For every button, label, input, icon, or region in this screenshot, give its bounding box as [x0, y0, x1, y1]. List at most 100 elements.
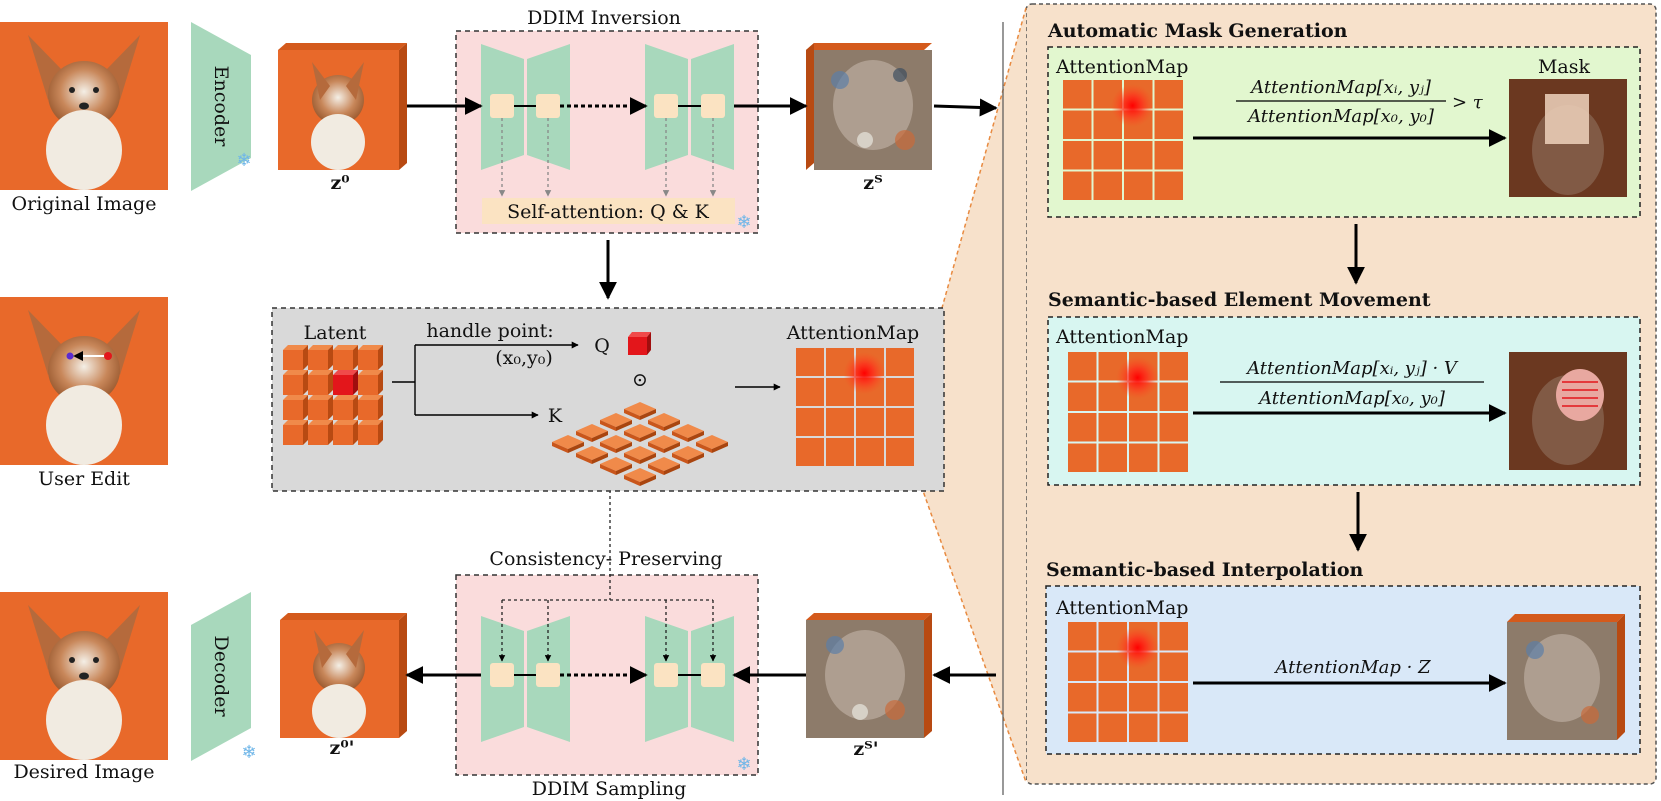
zoom-wedge-edge-bottom	[904, 439, 1027, 783]
attention-cell	[1129, 413, 1158, 442]
attention-cell	[796, 408, 824, 436]
z0-latent	[278, 43, 407, 170]
attention-cell	[1154, 110, 1183, 139]
key-tile	[648, 413, 680, 431]
k-label: K	[548, 405, 563, 427]
svg-text:Decoder: Decoder	[210, 635, 232, 717]
attention-cell	[1159, 443, 1188, 472]
self-attention-label: Self-attention: Q & K	[507, 201, 710, 223]
svg-text:Encoder: Encoder	[210, 66, 232, 148]
attention-hotspot	[843, 352, 886, 395]
attention-cell	[1154, 141, 1183, 170]
section3-title: Semantic-based Interpolation	[1046, 559, 1363, 581]
attention-cell	[826, 408, 854, 436]
attention-cell	[796, 438, 824, 466]
attention-cell	[1063, 171, 1092, 200]
frozen-icon: ❄	[241, 742, 256, 763]
section1-formula-denominator: AttentionMap[x₀, y₀]	[1246, 106, 1435, 127]
attention-cell	[1129, 683, 1158, 712]
attention-cell	[1159, 382, 1188, 411]
latent-cube	[283, 345, 308, 370]
latent-connectors	[392, 341, 781, 419]
section2-formula-denominator: AttentionMap[x₀, y₀]	[1257, 388, 1446, 409]
attention-cell	[1159, 683, 1188, 712]
z0-prime-latent	[280, 613, 407, 738]
section1-formula-numerator: AttentionMap[xᵢ, yⱼ]	[1249, 77, 1432, 98]
latent-cube	[308, 395, 333, 420]
handle-point-dot	[104, 352, 112, 360]
attention-cell	[1098, 713, 1127, 742]
key-tile	[624, 468, 656, 486]
handle-coords-label: (x₀,y₀)	[495, 347, 553, 369]
attention-cell	[1154, 80, 1183, 109]
latent-cube	[358, 370, 383, 395]
frozen-icon: ❄	[736, 212, 751, 233]
attention-cell	[886, 438, 914, 466]
latent-label: Latent	[304, 322, 367, 344]
q-label: Q	[594, 335, 610, 357]
attention-cell	[886, 378, 914, 406]
attention-cell	[1124, 141, 1153, 170]
user-edit-image	[0, 297, 168, 465]
zoom-wedge	[905, 8, 1026, 782]
key-tile	[624, 402, 656, 420]
key-tile	[648, 457, 680, 475]
zT-prime-latent	[806, 613, 932, 738]
attention-cell	[1159, 352, 1188, 381]
unet-inversion	[481, 44, 734, 197]
latent-cube	[358, 420, 383, 445]
attention-cell	[796, 348, 824, 376]
zT-label: zᵀ	[863, 172, 882, 194]
attention-cell	[1063, 80, 1092, 109]
section2-attention-map	[1068, 352, 1188, 472]
section2-formula-numerator: AttentionMap[xᵢ, yⱼ] · V	[1245, 358, 1459, 379]
section1-title: Automatic Mask Generation	[1047, 20, 1348, 42]
ddim-inversion-title: DDIM Inversion	[527, 7, 681, 29]
section3-attention-map	[1068, 622, 1188, 742]
latent-cube	[358, 345, 383, 370]
zT-latent	[806, 43, 932, 170]
attention-cell	[856, 438, 884, 466]
zT-prime-label: zᵀ'	[853, 738, 878, 760]
encoder: Encoder ❄	[191, 22, 252, 191]
mask-image	[1509, 79, 1627, 197]
attention-cell	[1098, 413, 1127, 442]
attention-hotspot	[1116, 356, 1159, 400]
key-tile	[576, 424, 608, 442]
attention-hotspot	[1116, 626, 1159, 670]
attention-cell	[1068, 683, 1097, 712]
attention-cell	[1159, 652, 1188, 681]
original-image-label: Original Image	[12, 193, 157, 215]
handle-point-label: handle point:	[426, 320, 553, 342]
attention-cell	[1063, 110, 1092, 139]
section3-formula: AttentionMap · Z	[1273, 657, 1431, 678]
key-tile	[648, 435, 680, 453]
desired-image	[0, 592, 168, 760]
desired-image-label: Desired Image	[13, 761, 154, 783]
z0-prime-label: z⁰'	[330, 737, 355, 759]
user-edit-label: User Edit	[38, 468, 130, 490]
key-tile	[600, 435, 632, 453]
attention-cell	[886, 408, 914, 436]
latent-cube	[308, 345, 333, 370]
attention-cell	[1098, 443, 1127, 472]
attention-cell	[1154, 171, 1183, 200]
attention-cell	[1093, 141, 1122, 170]
attention-cell	[1063, 141, 1092, 170]
attention-cell	[1124, 171, 1153, 200]
attention-cell	[1068, 352, 1097, 381]
odot-symbol: ⊙	[632, 369, 648, 391]
attention-cell	[1159, 713, 1188, 742]
attention-cell	[1068, 713, 1097, 742]
attention-cell	[856, 408, 884, 436]
attention-cell	[1068, 413, 1097, 442]
attention-cell	[796, 378, 824, 406]
latent-cube	[333, 395, 358, 420]
attention-cell	[1068, 622, 1097, 651]
attention-cell	[1159, 622, 1188, 651]
key-tile	[624, 446, 656, 464]
key-tile	[600, 413, 632, 431]
section3-map-label: AttentionMap	[1055, 597, 1188, 619]
latent-cube	[308, 370, 333, 395]
